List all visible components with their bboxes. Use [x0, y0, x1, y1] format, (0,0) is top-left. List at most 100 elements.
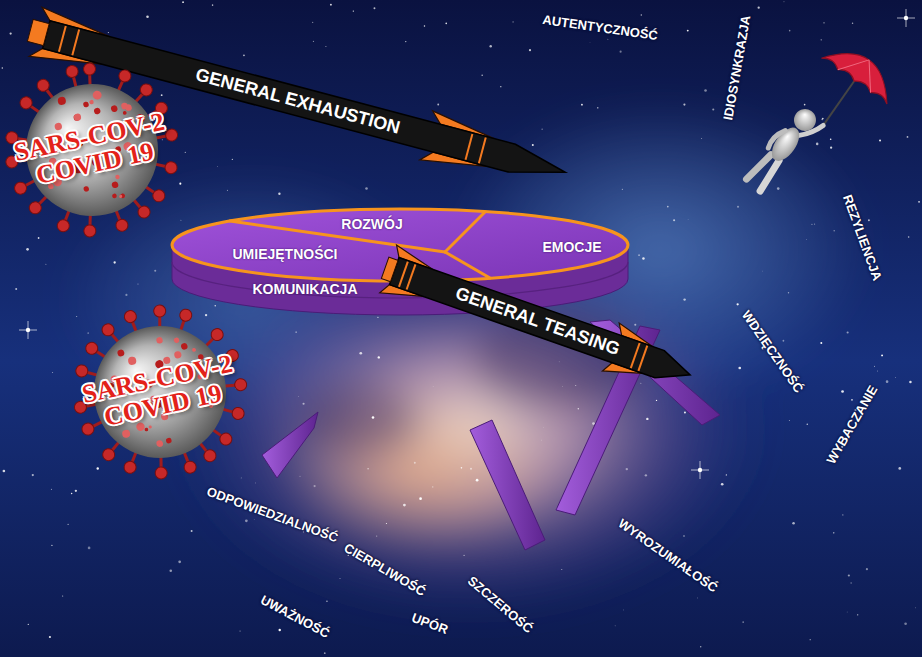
star — [88, 332, 89, 333]
figure-torso — [766, 123, 804, 166]
value-word: WYROZUMIAŁOŚĆ — [615, 516, 720, 596]
star — [543, 427, 545, 429]
star — [846, 611, 848, 613]
star — [830, 147, 832, 149]
spike-head — [75, 364, 89, 378]
segment-divider — [445, 212, 485, 252]
star — [161, 94, 163, 96]
umbrella-canopy — [821, 37, 901, 104]
star — [575, 385, 576, 386]
spike-head — [203, 449, 217, 463]
star — [76, 316, 77, 317]
virus-protein — [93, 107, 101, 115]
star — [2, 67, 3, 68]
star — [701, 138, 703, 140]
star — [414, 462, 416, 464]
virus-protein — [127, 356, 137, 366]
star — [463, 555, 464, 556]
star — [154, 270, 156, 272]
star — [470, 468, 472, 470]
virus-protein — [83, 186, 89, 192]
star — [367, 468, 368, 469]
table-segment: ROZWÓJ — [337, 215, 406, 234]
star — [26, 248, 29, 251]
virus-protein — [111, 181, 119, 189]
spike-head — [152, 189, 166, 203]
star — [578, 408, 579, 409]
star — [820, 342, 822, 344]
figure-arm — [767, 128, 785, 151]
spike-head — [153, 304, 167, 318]
star — [909, 381, 911, 383]
star — [45, 263, 47, 265]
star — [49, 636, 51, 638]
spike-head — [210, 327, 224, 341]
star — [216, 165, 218, 167]
virus-protein — [115, 174, 120, 179]
star — [762, 270, 764, 272]
star — [403, 504, 406, 507]
value-word: REZYLIENCJA — [839, 193, 885, 283]
virus-protein — [73, 113, 81, 121]
value-word: CIERPLIWOŚĆ — [341, 540, 428, 599]
star — [374, 7, 376, 9]
star — [461, 467, 463, 469]
virus-protein — [174, 351, 183, 360]
star — [146, 16, 149, 19]
star — [253, 519, 255, 521]
star — [642, 257, 644, 259]
star — [788, 292, 789, 293]
star — [841, 390, 844, 393]
star — [278, 629, 280, 631]
missile-banner: GENERAL TEASING — [378, 247, 698, 396]
umbrella-handle — [823, 80, 855, 126]
star — [833, 532, 834, 533]
star — [325, 46, 326, 47]
star — [737, 303, 739, 305]
star — [704, 89, 707, 92]
star — [721, 483, 724, 486]
star — [541, 439, 543, 441]
star — [851, 399, 853, 401]
segment-label: EMOCJE — [542, 239, 601, 256]
star — [295, 331, 296, 332]
star — [298, 396, 300, 398]
star — [915, 607, 917, 609]
star — [542, 129, 543, 130]
star — [326, 601, 327, 602]
star — [821, 39, 822, 40]
spike-head — [36, 78, 50, 92]
spike-head — [28, 201, 42, 215]
star — [792, 522, 795, 525]
star — [561, 569, 563, 571]
virus-protein — [110, 105, 118, 113]
spike-head — [85, 341, 99, 355]
spike-head — [164, 161, 178, 175]
spike-head — [102, 448, 116, 462]
star-glare — [906, 9, 907, 27]
star — [97, 467, 99, 469]
star — [377, 317, 378, 318]
star — [814, 224, 815, 225]
table-leg — [262, 412, 318, 478]
star — [638, 254, 640, 256]
table-leg — [470, 420, 545, 550]
value-word: UPÓR — [410, 610, 451, 638]
star — [339, 578, 341, 580]
rocket-stripe — [59, 26, 66, 52]
rocket-nozzle — [381, 257, 398, 282]
virus-protein — [117, 349, 125, 357]
star — [245, 519, 248, 522]
star — [623, 609, 625, 611]
star — [687, 219, 689, 221]
star — [314, 485, 316, 487]
virus-protein — [57, 96, 67, 106]
star — [32, 474, 34, 476]
value-word: WYBACZANIE — [823, 383, 881, 467]
virus-protein — [89, 99, 94, 104]
nebula — [60, 100, 870, 620]
star — [169, 569, 172, 572]
